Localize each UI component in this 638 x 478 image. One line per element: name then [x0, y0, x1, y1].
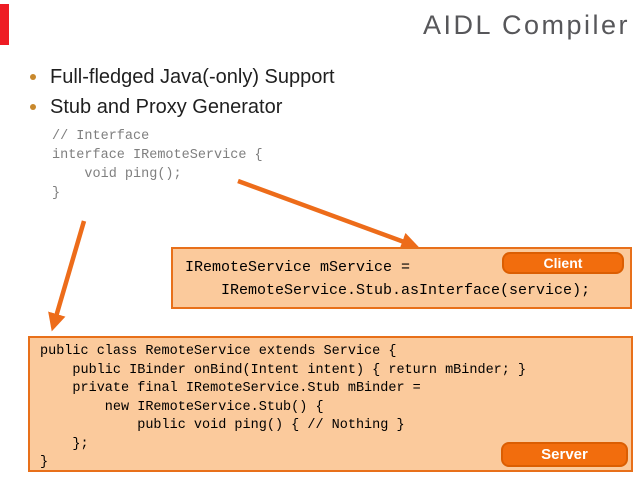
red-accent-mark — [0, 4, 9, 45]
client-code-box: IRemoteService mService = IRemoteService… — [171, 247, 632, 309]
client-code: IRemoteService mService = IRemoteService… — [185, 259, 591, 299]
bullet-item: Full-fledged Java(-only) Support — [26, 62, 335, 92]
bullet-text: Full-fledged Java(-only) Support — [50, 66, 335, 88]
server-code-box: public class RemoteService extends Servi… — [28, 336, 633, 472]
arrow-to-server — [48, 220, 87, 332]
server-badge: Server — [501, 442, 628, 467]
bullet-list: Full-fledged Java(-only) Support Stub an… — [26, 62, 335, 122]
client-badge: Client — [502, 252, 624, 274]
bullet-item: Stub and Proxy Generator — [26, 92, 335, 122]
arrow-to-client — [237, 178, 420, 250]
aidl-interface-code: // Interface interface IRemoteService { … — [52, 129, 263, 201]
bullet-text: Stub and Proxy Generator — [50, 96, 283, 118]
slide-title: AIDL Compiler — [422, 10, 630, 40]
bullet-dot-icon — [30, 104, 36, 110]
server-code: public class RemoteService extends Servi… — [40, 344, 527, 470]
bullet-dot-icon — [30, 74, 36, 80]
